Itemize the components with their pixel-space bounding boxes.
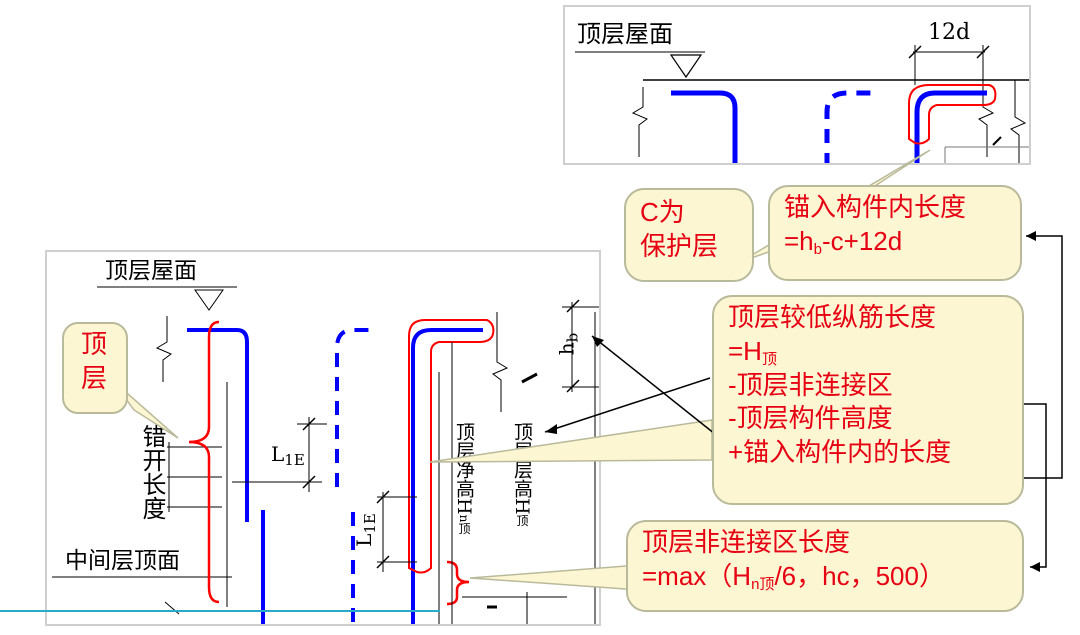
top-detail-panel: 顶层屋面 12d [563, 5, 1031, 165]
arrow-icon [1026, 231, 1036, 241]
arrow-icon [545, 424, 557, 434]
callout-cover: C为 保护层 [624, 188, 754, 282]
floor-height-label: 顶层层高H顶 [511, 422, 533, 527]
nonconn-callout-tail [469, 564, 641, 591]
arrow-icon [1030, 562, 1040, 572]
callout-low-bar-length: 顶层较低纵筋长度 =H顶 -顶层非连接区 -顶层构件高度 +锚入构件内的长度 [712, 295, 1024, 505]
arrow-to-hb [591, 335, 721, 439]
rebar-dashed [824, 90, 875, 163]
roof-marker-triangle-icon [669, 54, 703, 79]
break-symbol-icon [978, 80, 995, 157]
rebar-solid-left [671, 90, 738, 163]
low-bar-callout-tail [429, 419, 713, 463]
rebar-solid-left-upper [187, 328, 249, 522]
arrow-icon [592, 336, 604, 347]
rebar-solid-right [411, 328, 483, 624]
break-symbol-icon [155, 316, 172, 382]
lle-label-left: L1E [271, 442, 305, 469]
roof-marker-triangle-icon [194, 289, 224, 311]
left-detail-panel: 顶层屋面 中间层顶面 错开长度 L1E L1E hb 顶层净高Hn顶 顶层层高H… [45, 250, 601, 626]
top-detail-drawing [575, 45, 1029, 163]
break-symbol-icon [631, 87, 648, 157]
break-symbol-icon [492, 352, 509, 412]
callout-anchor-length: 锚入构件内长度 =hb-c+12d [768, 185, 1022, 281]
connector-anchor [1022, 235, 1063, 479]
left-roof-label: 顶层屋面 [105, 258, 197, 284]
top-roof-label: 顶层屋面 [577, 20, 673, 48]
highlight-anchor [908, 84, 997, 145]
rebar-dashed-upper [335, 328, 377, 487]
callout-top-floor: 顶 层 [62, 322, 128, 414]
highlight-nonconn-brace [446, 560, 470, 606]
callout-nonconn-length: 顶层非连接区长度 =max（Hn顶/6，hc，500） [626, 520, 1024, 612]
left-detail-drawing [52, 286, 599, 624]
clear-height-label: 顶层净高Hn顶 [453, 422, 475, 535]
highlight-top-floor-brace [188, 320, 220, 604]
rebar-solid-right [914, 90, 987, 163]
dim-12d-label: 12d [928, 20, 971, 45]
stagger-length-label: 错开长度 [138, 424, 166, 520]
highlight-low-bar [408, 319, 495, 574]
break-symbol-icon [1010, 80, 1027, 163]
arrow-to-floor-height [544, 377, 711, 433]
mid-floor-label: 中间层顶面 [65, 548, 180, 574]
